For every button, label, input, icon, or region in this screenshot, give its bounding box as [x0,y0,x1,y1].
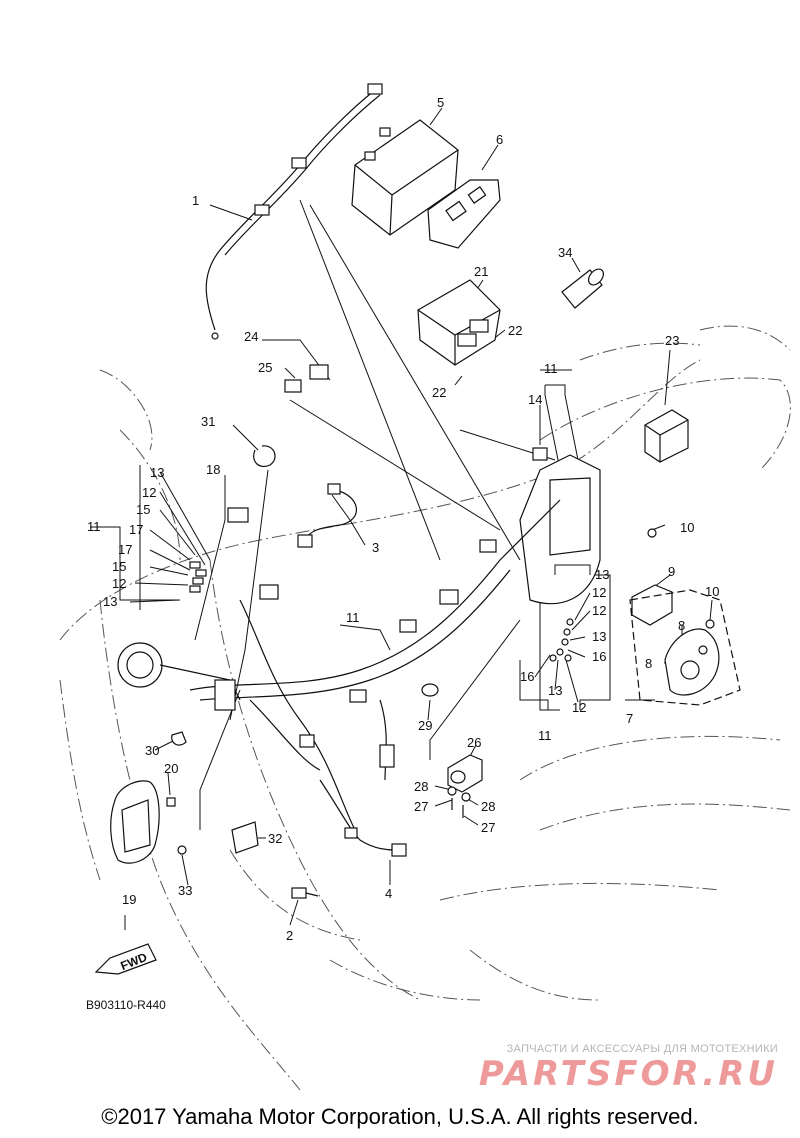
callout-10a: 10 [680,520,694,535]
callout-31: 31 [201,414,215,429]
callout-22b: 22 [432,385,446,400]
control-unit-19 [110,780,160,864]
fwd-arrow: FWD [94,943,157,975]
callout-9: 9 [668,564,675,579]
callout-6: 6 [496,132,503,147]
bracket-lines [90,369,591,610]
motorcycle-outline [59,325,791,1091]
callout-18: 18 [206,462,220,477]
sub-wire-harness [297,483,358,548]
callout-16b: 16 [520,669,534,684]
callout-22a: 22 [508,323,522,338]
connector-group-left [189,561,207,593]
watermark-tagline: ЗАПЧАСТИ И АКСЕССУАРЫ ДЛЯ МОТОТЕХНИКИ [506,1043,778,1055]
callout-25: 25 [258,360,272,375]
washer-28a [447,786,457,796]
front-harness-area [117,642,241,711]
parts [110,83,741,899]
callout-30: 30 [145,743,159,758]
callout-11d: 11 [538,728,552,743]
callout-13d: 13 [592,629,606,644]
callout-28b: 28 [481,799,495,814]
callout-8a: 8 [678,618,685,633]
leader-lines [108,107,713,930]
bolt-20 [166,797,176,807]
callout-15a: 15 [136,502,150,517]
callout-13c: 13 [595,567,609,582]
callout-29: 29 [418,718,432,733]
callout-15b: 15 [112,559,126,574]
callout-19: 19 [122,892,136,907]
sensor-lead [319,779,407,857]
callout-28a: 28 [414,779,428,794]
callout-8b: 8 [645,656,652,671]
callout-12c: 12 [592,585,606,600]
callout-12e: 12 [572,700,586,715]
callout-2: 2 [286,928,293,943]
callout-17a: 17 [129,522,143,537]
callout-11b: 11 [87,519,101,534]
callout-12d: 12 [592,603,606,618]
relay-18 [227,507,249,523]
callout-24: 24 [244,329,258,344]
callout-10b: 10 [705,584,719,599]
fuse-connector [532,447,548,461]
callout-20: 20 [164,761,178,776]
watermark-logo: PARTSFOR.RU [478,1054,778,1094]
callout-27b: 27 [481,820,495,835]
nut-2 [705,619,715,629]
callout-27a: 27 [414,799,428,814]
callout-12b: 12 [112,576,126,591]
callout-1: 1 [192,193,199,208]
sensor-2 [291,887,319,899]
callout-numbers: 1 2 3 4 5 6 7 8 8 9 10 10 11 11 11 11 12… [87,95,719,943]
watermark: ЗАПЧАСТИ И АКСЕССУАРЫ ДЛЯ МОТОТЕХНИКИ PA… [479,1043,778,1093]
fuse-box [519,454,601,605]
switch-frame [629,589,741,706]
grommet [421,683,439,697]
callout-26: 26 [467,735,481,750]
callout-23: 23 [665,333,679,348]
battery-lead-wire [205,83,383,340]
wire-clamp [253,445,276,468]
callout-13a: 13 [150,465,164,480]
callout-13b: 13 [103,594,117,609]
switch-assembly [664,628,720,696]
callout-7: 7 [626,711,633,726]
callout-32: 32 [268,831,282,846]
washer-28b [461,792,471,802]
drawing-code: B903110-R440 [86,998,166,1012]
callout-12a: 12 [142,485,156,500]
bolt-33 [177,845,187,855]
callout-21: 21 [474,264,488,279]
sensor-26 [447,754,483,793]
cover-32 [231,821,259,854]
copyright-notice: ©2017 Yamaha Motor Corporation, U.S.A. A… [101,1104,699,1129]
coupler-25 [284,379,302,393]
relay [644,409,689,463]
callout-5: 5 [437,95,444,110]
battery-cover [427,179,501,249]
nut [647,528,657,538]
callout-33: 33 [178,883,192,898]
callout-11c: 11 [346,610,360,625]
clamp-30 [171,731,187,746]
callout-11a: 11 [544,361,558,376]
connector-group-right [549,618,574,662]
callout-17b: 17 [118,542,132,557]
callout-14: 14 [528,392,542,407]
engine-control-unit [417,279,501,366]
rubber-cap [561,268,604,309]
callout-3: 3 [372,540,379,555]
starter-relay [631,584,673,626]
callout-13e: 13 [548,683,562,698]
main-wire-harness [189,499,561,831]
callout-34: 34 [558,245,572,260]
callout-16a: 16 [592,649,606,664]
coupler-24 [309,364,329,380]
callout-4: 4 [385,886,392,901]
